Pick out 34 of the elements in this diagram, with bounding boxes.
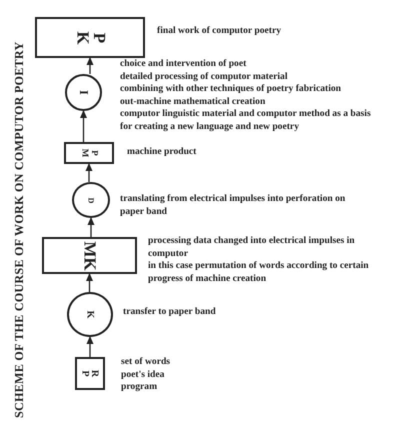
arrow — [86, 163, 92, 182]
step-description: detailed processing of computor material — [120, 70, 289, 84]
process-box — [64, 142, 114, 164]
node-letters: K — [86, 310, 94, 320]
process-circle — [72, 182, 110, 218]
process-circle — [65, 74, 102, 111]
step-description: in this case permutation of words according to certain progress of machine creation — [148, 260, 370, 286]
step-description: set of words — [121, 356, 172, 369]
node-letters: MK — [80, 240, 100, 270]
process-circle — [67, 292, 113, 337]
node-letters: P R — [82, 368, 98, 379]
step-description: machine product — [127, 146, 198, 159]
arrow — [80, 110, 87, 142]
step-description: poet's idea — [121, 368, 166, 382]
step-description: out-machine mathematical creation — [120, 96, 266, 108]
step-description: choice and intervention of poet — [120, 58, 248, 71]
process-box — [42, 237, 137, 274]
arrow — [88, 217, 94, 237]
node-letters: M P — [80, 148, 98, 158]
process-box — [35, 17, 145, 58]
step-description: final work of computor poetry — [157, 25, 282, 38]
step-description: program — [121, 381, 158, 394]
arrow — [86, 57, 94, 74]
arrow — [86, 273, 93, 292]
arrow — [86, 336, 94, 357]
step-description: combining with other techniques of poetry fabrication — [120, 83, 342, 96]
step-description: computor linguistic material and computor method as a basis for creating a new language and new poetry — [120, 108, 372, 134]
step-description: translating from electrical impulses into perforation on paper band — [120, 193, 346, 218]
node-letters: K P — [76, 30, 104, 46]
process-box — [75, 357, 105, 390]
step-description: transfer to paper band — [123, 306, 217, 319]
node-letters: D — [88, 196, 94, 204]
diagram-title: SCHEME OF THE COURSE OF WORK ON COMPUTOR POETRY — [12, 42, 27, 418]
node-letters: I — [81, 89, 86, 97]
